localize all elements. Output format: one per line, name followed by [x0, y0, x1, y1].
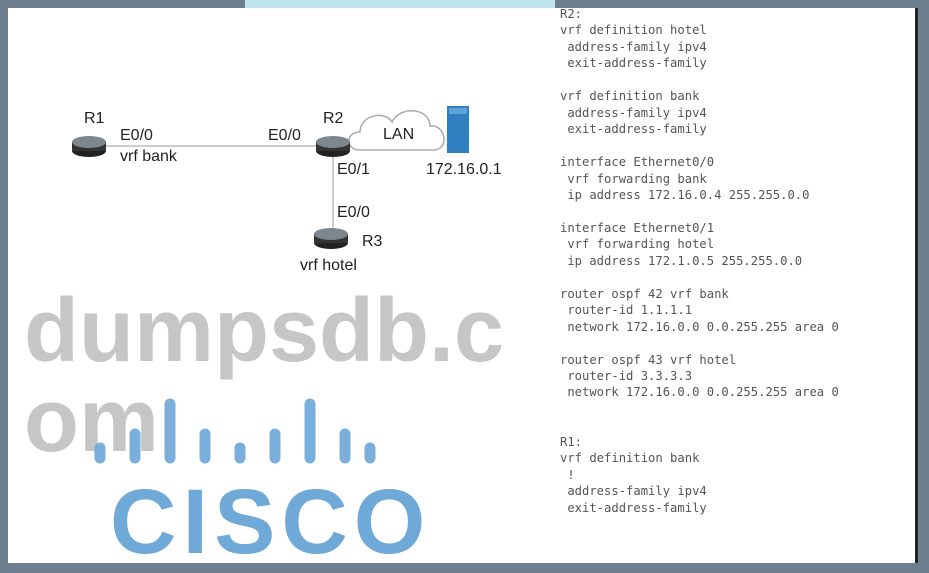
config-line: exit-address-family	[560, 122, 707, 137]
config-text: R2: vrf definition hotel address-family i…	[560, 6, 839, 516]
cisco-logo-text: CISCO	[110, 471, 432, 573]
config-line: vrf definition bank	[560, 451, 700, 466]
config-line: !	[560, 467, 575, 482]
config-line	[560, 269, 839, 285]
config-line: R1:	[560, 434, 583, 449]
server-icon	[447, 106, 469, 153]
config-line: exit-address-family	[560, 500, 707, 515]
config-line: vrf forwarding hotel	[560, 237, 715, 252]
config-line	[560, 401, 839, 417]
config-line: address-family ipv4	[560, 484, 707, 499]
config-line: address-family ipv4	[560, 39, 707, 54]
exhibit-panel	[8, 8, 918, 563]
config-line	[560, 138, 839, 154]
top-accent-bar	[245, 0, 555, 9]
config-line: router-id 1.1.1.1	[560, 303, 693, 318]
config-line: router-id 3.3.3.3	[560, 368, 693, 383]
config-line	[560, 417, 839, 433]
r3-vrf-label: vrf hotel	[300, 257, 357, 274]
config-line: router ospf 42 vrf bank	[560, 286, 729, 301]
r2-e01-label: E0/1	[337, 161, 370, 178]
config-line: address-family ipv4	[560, 105, 707, 120]
config-line: vrf definition bank	[560, 89, 700, 104]
r3-interface-label: E0/0	[337, 204, 370, 221]
cloud-icon	[348, 110, 445, 151]
config-line	[560, 335, 839, 351]
config-line: vrf definition hotel	[560, 23, 707, 38]
config-line: ip address 172.1.0.5 255.255.0.0	[560, 253, 803, 268]
config-line	[560, 203, 839, 219]
config-line	[560, 72, 839, 88]
router-r1-icon	[72, 136, 106, 157]
r2-label: R2	[323, 110, 344, 127]
r1-label: R1	[84, 110, 105, 127]
config-line: interface Ethernet0/1	[560, 220, 715, 235]
server-ip-label: 172.16.0.1	[426, 161, 502, 178]
router-r3-icon	[314, 228, 348, 249]
r2-e00-label: E0/0	[268, 127, 301, 144]
r1-interface-label: E0/0	[120, 127, 153, 144]
config-line: vrf forwarding bank	[560, 171, 707, 186]
config-line: interface Ethernet0/0	[560, 155, 715, 170]
config-line: network 172.16.0.0 0.0.255.255 area 0	[560, 385, 839, 400]
router-r2-icon	[316, 136, 350, 157]
lan-label: LAN	[383, 126, 415, 143]
config-line: router ospf 43 vrf hotel	[560, 352, 737, 367]
watermark: dumpsdb.com	[24, 281, 505, 471]
config-line: ip address 172.16.0.4 255.255.0.0	[560, 187, 810, 202]
cisco-logo-bars-icon	[94, 398, 376, 464]
config-line: R2:	[560, 7, 583, 21]
r3-label: R3	[362, 233, 383, 250]
r1-vrf-label: vrf bank	[120, 148, 177, 165]
config-line: network 172.16.0.0 0.0.255.255 area 0	[560, 319, 839, 334]
config-line: exit-address-family	[560, 56, 707, 71]
